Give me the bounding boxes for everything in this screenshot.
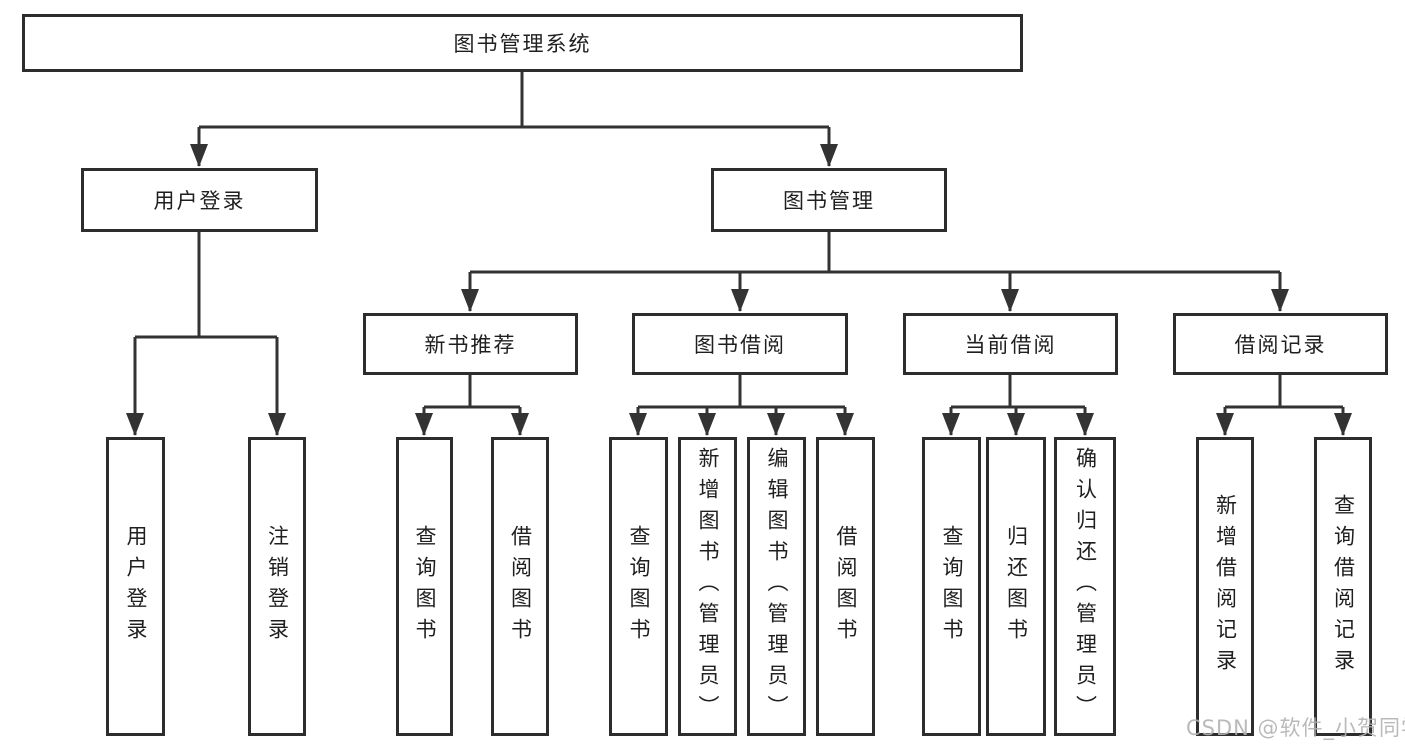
node-new-book-recommend: 新书推荐 <box>363 313 578 375</box>
leaf-borrow-borrow-books: 借阅图书 <box>816 437 875 736</box>
arrowheads <box>126 144 1352 436</box>
leaf-records-add-record: 新增借阅记录 <box>1196 437 1254 736</box>
leaf-newbook-query-books: 查询图书 <box>396 437 453 736</box>
leaf-current-confirm-return-admin-label: 确认归还（管理员） <box>1073 447 1098 726</box>
leaf-current-query-books: 查询图书 <box>922 437 981 736</box>
node-borrow-records: 借阅记录 <box>1173 313 1388 375</box>
connector-borrow-records-children <box>1223 375 1345 435</box>
leaf-newbook-borrow-books: 借阅图书 <box>491 437 549 736</box>
node-user-login: 用户登录 <box>81 168 318 232</box>
connector-book-management-children <box>468 232 1282 311</box>
leaf-borrow-borrow-books-label: 借阅图书 <box>834 524 858 649</box>
node-root-label: 图书管理系统 <box>453 32 592 56</box>
leaf-current-query-books-label: 查询图书 <box>940 524 964 649</box>
leaf-user-login: 用户登录 <box>106 437 165 736</box>
node-current-borrow: 当前借阅 <box>903 313 1118 375</box>
connector-new-book-children <box>422 375 522 435</box>
leaf-borrow-add-books-admin: 新增图书（管理员） <box>678 437 737 736</box>
csdn-watermark: CSDN @软件_小贺同学 <box>1186 716 1405 740</box>
connector-root-to-level2 <box>197 72 831 166</box>
leaf-current-return-books: 归还图书 <box>986 437 1046 736</box>
leaf-newbook-query-books-label: 查询图书 <box>413 524 437 649</box>
node-borrow-records-label: 借阅记录 <box>1234 333 1327 357</box>
leaf-borrow-add-books-admin-label: 新增图书（管理员） <box>696 447 720 726</box>
leaf-logout-label: 注销登录 <box>265 524 290 649</box>
leaf-user-login-label: 用户登录 <box>124 524 148 649</box>
leaf-records-add-record-label: 新增借阅记录 <box>1213 493 1238 680</box>
leaf-logout: 注销登录 <box>248 437 306 736</box>
connector-book-borrow-children <box>636 375 847 435</box>
node-current-borrow-label: 当前借阅 <box>964 333 1057 357</box>
node-book-borrow-label: 图书借阅 <box>694 333 786 357</box>
node-new-book-recommend-label: 新书推荐 <box>424 333 517 357</box>
leaf-records-query-record-label: 查询借阅记录 <box>1331 493 1356 680</box>
node-book-borrow: 图书借阅 <box>632 313 848 375</box>
leaf-borrow-query-books-label: 查询图书 <box>627 524 651 649</box>
leaf-current-confirm-return-admin: 确认归还（管理员） <box>1054 437 1116 736</box>
leaf-newbook-borrow-books-label: 借阅图书 <box>508 524 533 649</box>
leaf-borrow-edit-books-admin: 编辑图书（管理员） <box>747 437 806 736</box>
leaf-records-query-record: 查询借阅记录 <box>1314 437 1372 736</box>
node-book-management: 图书管理 <box>711 168 947 232</box>
connector-user-login-children <box>133 232 279 435</box>
node-root: 图书管理系统 <box>22 14 1023 72</box>
leaf-current-return-books-label: 归还图书 <box>1004 524 1029 649</box>
node-user-login-label: 用户登录 <box>153 189 246 213</box>
leaf-borrow-query-books: 查询图书 <box>609 437 668 736</box>
node-book-management-label: 图书管理 <box>783 189 875 213</box>
leaf-borrow-edit-books-admin-label: 编辑图书（管理员） <box>765 447 789 726</box>
